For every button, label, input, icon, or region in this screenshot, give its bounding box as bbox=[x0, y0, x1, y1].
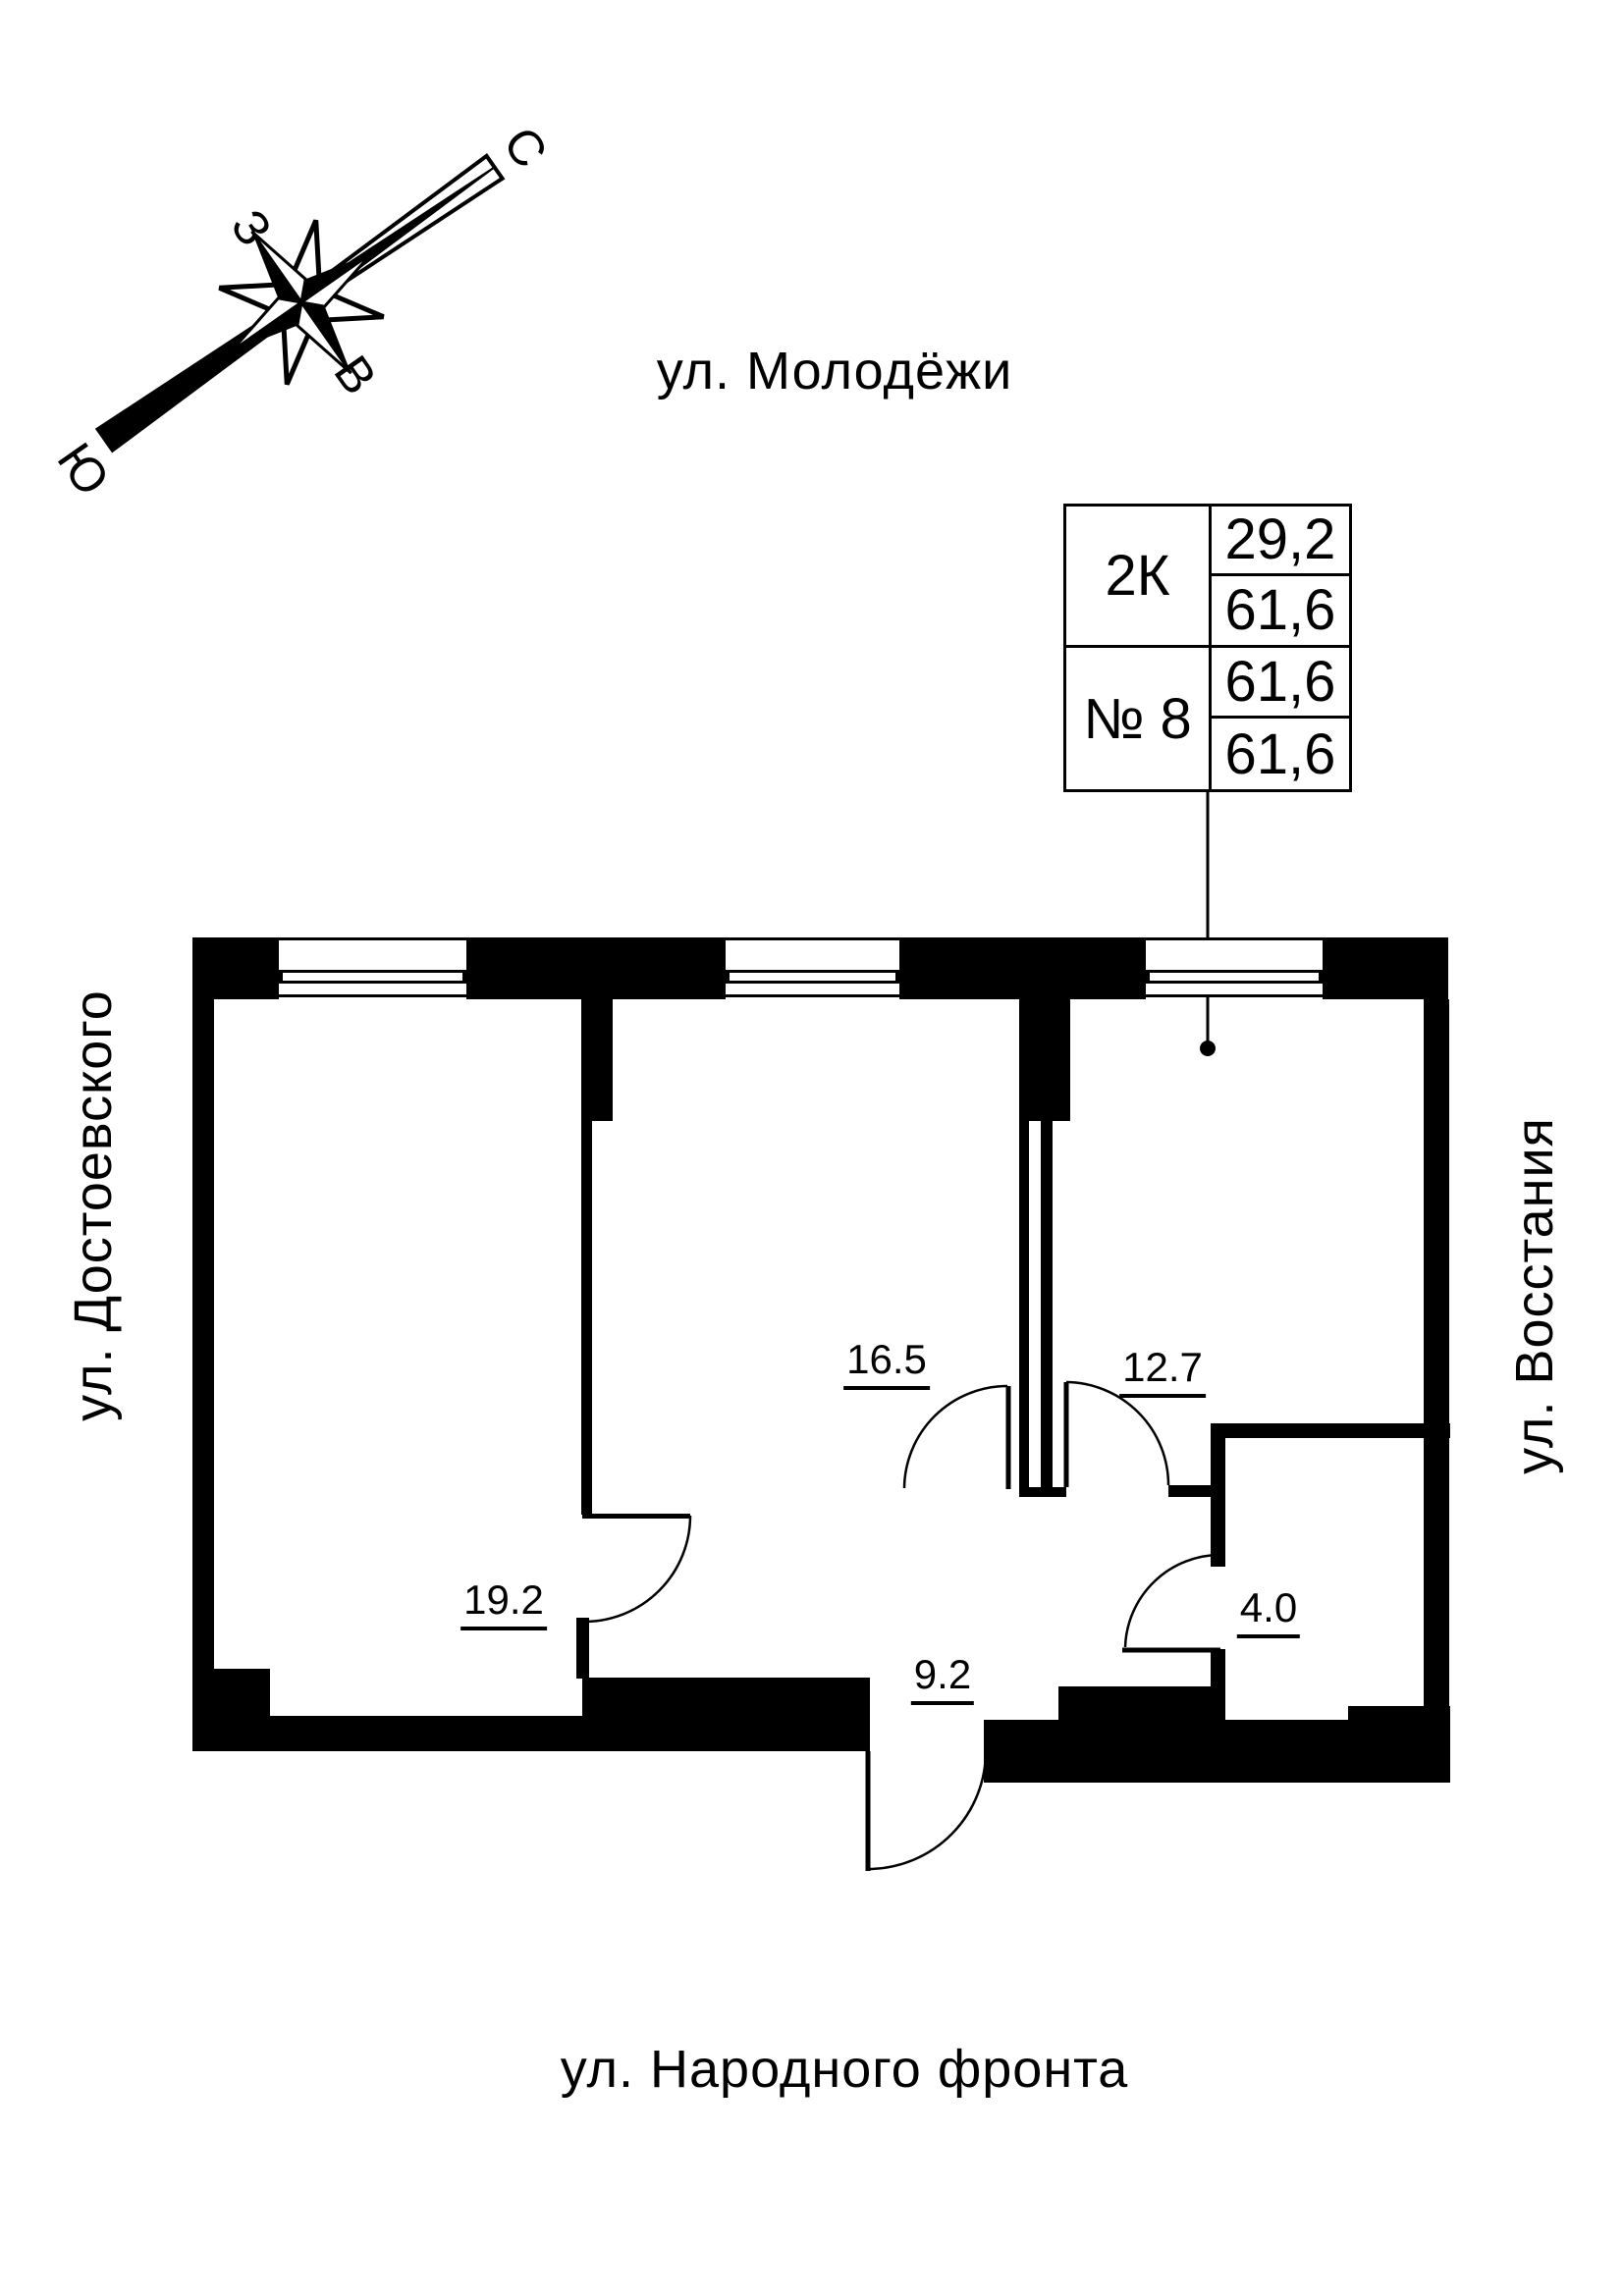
area-pair-bottom: 61,6 61,6 bbox=[1212, 648, 1349, 789]
area-row2-top-cell: 61,6 bbox=[1212, 648, 1349, 719]
room-area-value: 16.5 bbox=[843, 1336, 930, 1390]
wall-thin bbox=[1041, 1121, 1053, 1487]
room-area-value: 19.2 bbox=[460, 1576, 547, 1630]
living-area-cell: 29,2 bbox=[1212, 507, 1349, 576]
area-pair-top: 29,2 61,6 bbox=[1212, 507, 1349, 648]
wall bbox=[1323, 937, 1448, 999]
door-room-19-2 bbox=[583, 1515, 692, 1624]
wall-pilaster bbox=[192, 1669, 270, 1716]
wall-hall-block bbox=[582, 1678, 870, 1751]
wall-stub bbox=[576, 1618, 589, 1679]
door-room-4-0 bbox=[1122, 1553, 1221, 1653]
flat-type-cell: 2К bbox=[1066, 507, 1212, 648]
doors bbox=[583, 1380, 1221, 1871]
wall-thin bbox=[1019, 1121, 1029, 1487]
room-label-19-2: 19.2 bbox=[460, 1576, 547, 1630]
room-label-16-5: 16.5 bbox=[843, 1336, 930, 1390]
wall bbox=[1211, 1438, 1225, 1567]
outer-walls bbox=[192, 937, 1450, 1783]
window-3 bbox=[1146, 937, 1323, 997]
wall-cap bbox=[1019, 1487, 1066, 1497]
room-area-value: 12.7 bbox=[1119, 1344, 1206, 1398]
door-entrance bbox=[865, 1750, 988, 1871]
street-label-top: ул. Молодёжи bbox=[656, 342, 1013, 400]
wall bbox=[192, 1716, 582, 1751]
wall bbox=[984, 1720, 1450, 1783]
wall-thin bbox=[581, 1121, 592, 1515]
window-2 bbox=[726, 937, 899, 997]
room-label-4-0: 4.0 bbox=[1236, 1584, 1301, 1638]
wall bbox=[192, 999, 214, 1671]
total-area-cell: 61,6 bbox=[1224, 578, 1336, 643]
door-room-16-5 bbox=[902, 1384, 1011, 1489]
room-label-9-2: 9.2 bbox=[910, 1651, 975, 1705]
wall bbox=[1211, 1649, 1225, 1720]
leader-line bbox=[1200, 792, 1216, 1056]
room-area-value: 4.0 bbox=[1236, 1584, 1301, 1638]
flat-number-cell: № 8 bbox=[1066, 648, 1212, 789]
interior-walls bbox=[576, 999, 1450, 1720]
window-1 bbox=[279, 937, 466, 997]
wall bbox=[1211, 1423, 1450, 1438]
wall bbox=[899, 937, 1146, 999]
wall bbox=[192, 937, 279, 999]
door-room-12-7 bbox=[1063, 1380, 1170, 1487]
wall bbox=[466, 937, 726, 999]
wall-stub bbox=[582, 1514, 690, 1519]
wall-thick bbox=[581, 999, 613, 1121]
wall bbox=[1424, 999, 1449, 1726]
compass-star-big-points bbox=[229, 230, 374, 375]
wall-stub bbox=[1168, 1485, 1211, 1497]
street-label-bottom: ул. Народного фронта bbox=[560, 2040, 1129, 2099]
room-area-value: 9.2 bbox=[910, 1651, 975, 1705]
room-label-12-7: 12.7 bbox=[1119, 1344, 1206, 1398]
apartment-info-table: 2К 29,2 61,6 № 8 61,6 61,6 bbox=[1063, 504, 1352, 792]
wall-step bbox=[1058, 1686, 1211, 1726]
windows bbox=[279, 937, 1323, 997]
wall-thick bbox=[1019, 999, 1070, 1121]
compass-rose bbox=[94, 153, 506, 454]
area-row2-bottom-cell: 61,6 bbox=[1224, 721, 1336, 786]
